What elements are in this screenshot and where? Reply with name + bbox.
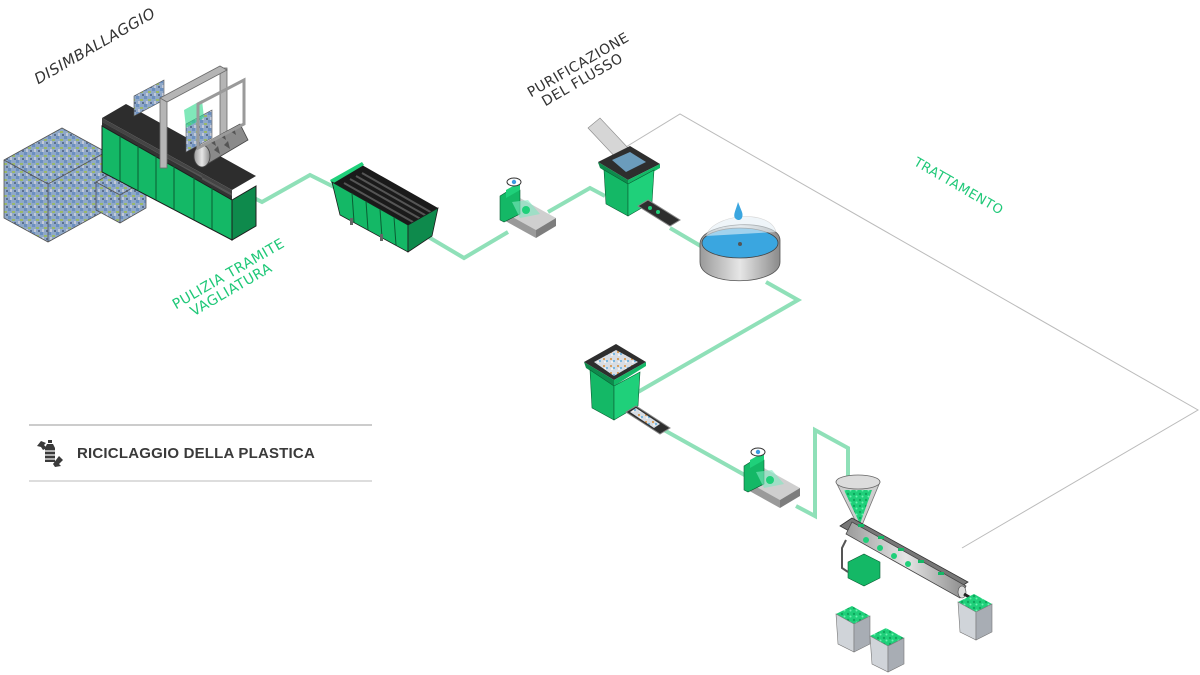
pipe-6	[663, 428, 751, 480]
unbaling-machine	[101, 65, 257, 241]
pellet-bag	[835, 606, 871, 653]
pipe-7	[795, 426, 850, 520]
pipe-1	[247, 172, 337, 205]
pellet-bag	[869, 628, 905, 673]
eye-icon	[506, 177, 522, 187]
washing-tank	[699, 202, 781, 282]
pipe-5	[637, 280, 803, 394]
legend-title: RICICLAGGIO DELLA PLASTICA	[77, 444, 315, 462]
diagram-legend: RICICLAGGIO DELLA PLASTICA	[29, 424, 372, 482]
hopper-conveyor-2	[584, 344, 671, 435]
water-drop-icon	[734, 202, 743, 221]
eye-icon	[750, 447, 766, 457]
optical-sorter-2	[743, 447, 800, 508]
hopper-conveyor-1	[587, 117, 681, 227]
pipe-2	[418, 230, 510, 261]
process-pipes	[247, 172, 850, 520]
pellet-bags	[835, 594, 993, 673]
pipe-3	[547, 185, 606, 214]
pellet-bag	[957, 594, 993, 641]
treatment-zone-frame	[597, 113, 1199, 549]
screening-container	[330, 162, 439, 253]
extruder	[835, 474, 977, 603]
optical-sorter-1	[499, 177, 556, 238]
recycle-bottle-icon	[37, 440, 63, 467]
